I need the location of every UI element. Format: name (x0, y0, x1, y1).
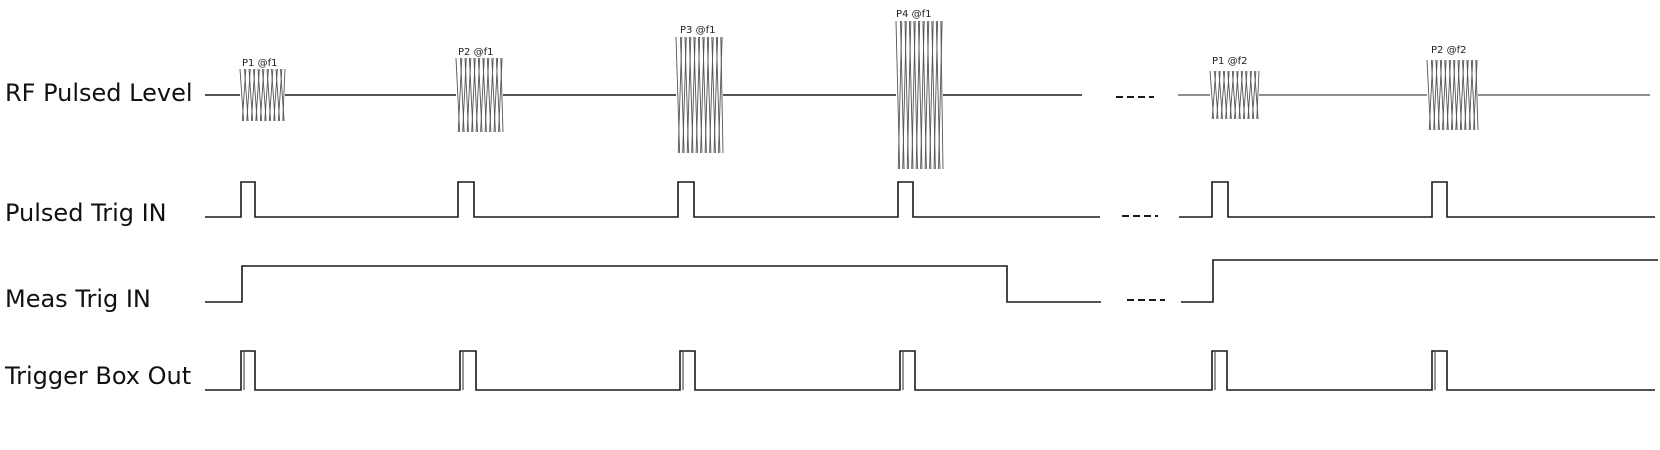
pulse-label-p1-f2: P1 @f2 (1212, 56, 1247, 67)
rf-burst-p2-f2 (1426, 59, 1479, 131)
rf-burst-p3-f1 (675, 36, 724, 154)
pulse-label-p3-f1: P3 @f1 (680, 25, 715, 36)
rf-burst-p1-f1 (239, 68, 286, 122)
pulsed-trig-waveform (205, 181, 1655, 218)
rf-waveform (205, 20, 1650, 170)
meas-trig-waveform (205, 259, 1658, 303)
trigger-box-waveform (205, 350, 1655, 391)
trigger-box-waveform-shadow (243, 352, 1436, 390)
pulse-label-p2-f2: P2 @f2 (1431, 45, 1466, 56)
signal-label-trigger-box-out: Trigger Box Out (4, 362, 191, 390)
rf-burst-p2-f1 (455, 57, 504, 133)
signal-label-meas-trig: Meas Trig IN (5, 285, 151, 313)
pulse-label-p4-f1: P4 @f1 (896, 9, 931, 20)
signal-label-rf: RF Pulsed Level (5, 79, 193, 107)
pulse-label-p2-f1: P2 @f1 (458, 47, 493, 58)
signal-label-pulsed-trig: Pulsed Trig IN (5, 199, 167, 227)
pulse-label-p1-f1: P1 @f1 (242, 58, 277, 69)
rf-burst-p1-f2 (1209, 70, 1260, 120)
rf-burst-p4-f1 (895, 20, 944, 170)
